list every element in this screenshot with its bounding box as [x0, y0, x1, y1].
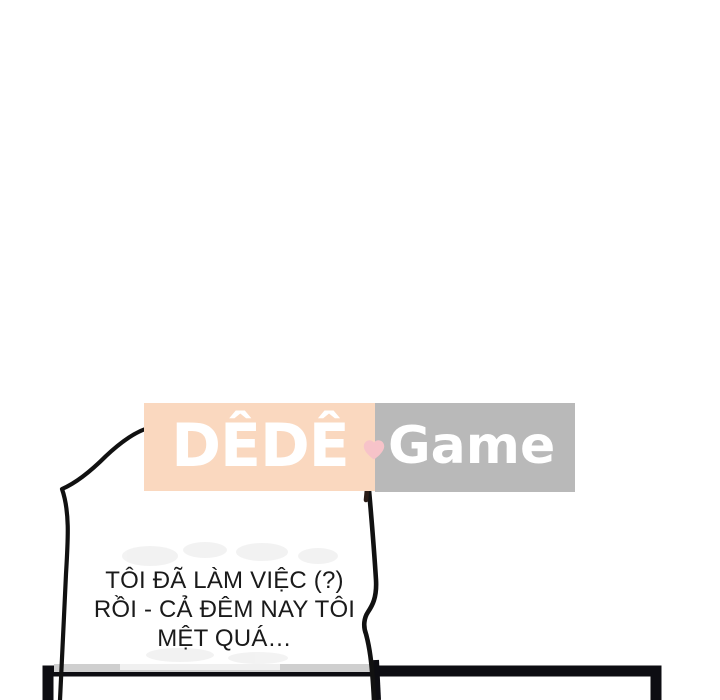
table-shape: [42, 659, 662, 700]
shirt-texture: [122, 542, 338, 664]
character-torso-outline: [57, 424, 379, 700]
dialogue-text: TÔI ĐÃ LÀM VIỆC (?) RỒI - CẢ ĐÊM NAY TÔI…: [93, 567, 356, 652]
shoulder-line: [163, 422, 371, 503]
